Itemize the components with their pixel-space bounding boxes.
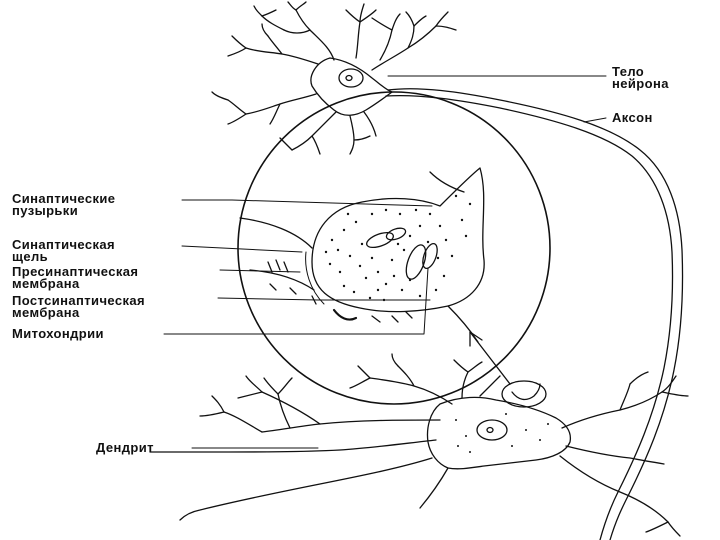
label-synaptic-vesicles: Синаптические пузырьки	[12, 193, 115, 217]
label-synaptic-cleft: Синаптическая щель	[12, 239, 115, 263]
label-axon: Аксон	[612, 112, 653, 124]
label-postsynaptic-membrane: Постсинаптическая мембрана	[12, 295, 145, 319]
synaptic-vesicles	[325, 195, 471, 301]
synapse-magnified-view	[164, 76, 606, 448]
lower-soma-stipple	[455, 413, 549, 453]
lower-neuron	[150, 332, 688, 536]
label-dendrite: Дендрит	[96, 442, 154, 454]
label-mitochondria: Митохондрии	[12, 328, 104, 340]
label-soma: Тело нейрона	[612, 66, 669, 90]
label-presynaptic-membrane: Пресинаптическая мембрана	[12, 266, 138, 290]
